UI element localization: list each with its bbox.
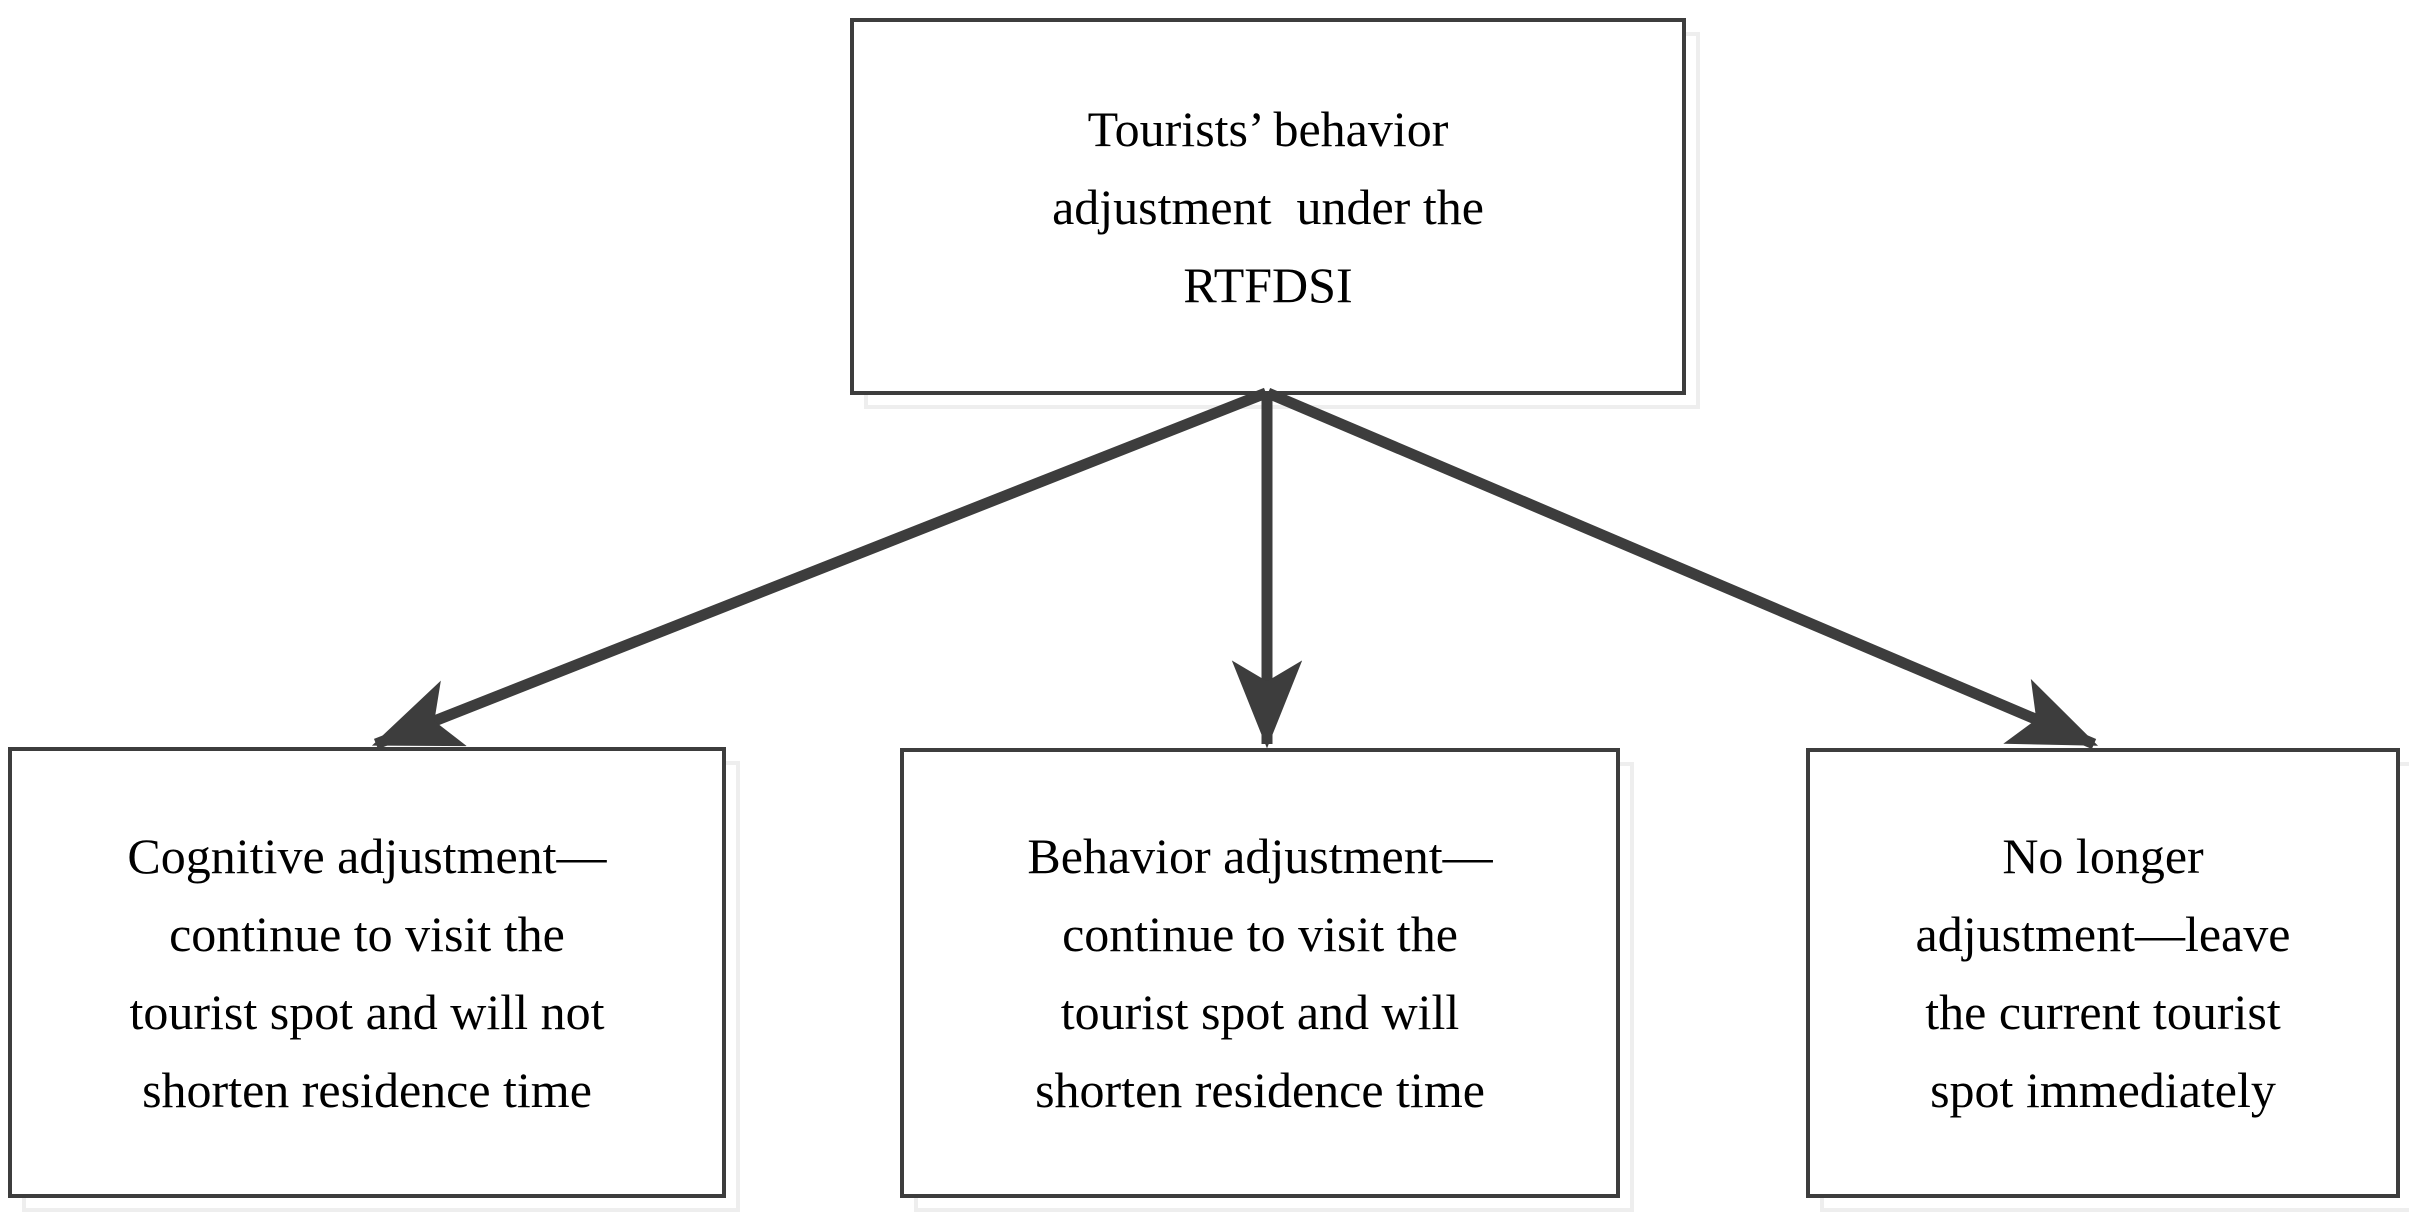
connector-root-to-no-longer	[1265, 387, 2099, 750]
root-node-label: Tourists’ behavior adjustment under the …	[1052, 100, 1484, 313]
root-node[interactable]: Tourists’ behavior adjustment under the …	[850, 18, 1686, 395]
no-longer-adjustment-node[interactable]: No longer adjustment—leave the current t…	[1806, 748, 2400, 1198]
no-longer-adjustment-node-label: No longer adjustment—leave the current t…	[1915, 828, 2291, 1118]
behavior-adjustment-node-label: Behavior adjustment— continue to visit t…	[1027, 828, 1493, 1118]
cognitive-adjustment-node[interactable]: Cognitive adjustment— continue to visit …	[8, 747, 726, 1198]
connector-root-to-cognitive	[371, 387, 1269, 750]
cognitive-adjustment-node-label: Cognitive adjustment— continue to visit …	[127, 827, 607, 1118]
behavior-adjustment-node[interactable]: Behavior adjustment— continue to visit t…	[900, 748, 1620, 1198]
